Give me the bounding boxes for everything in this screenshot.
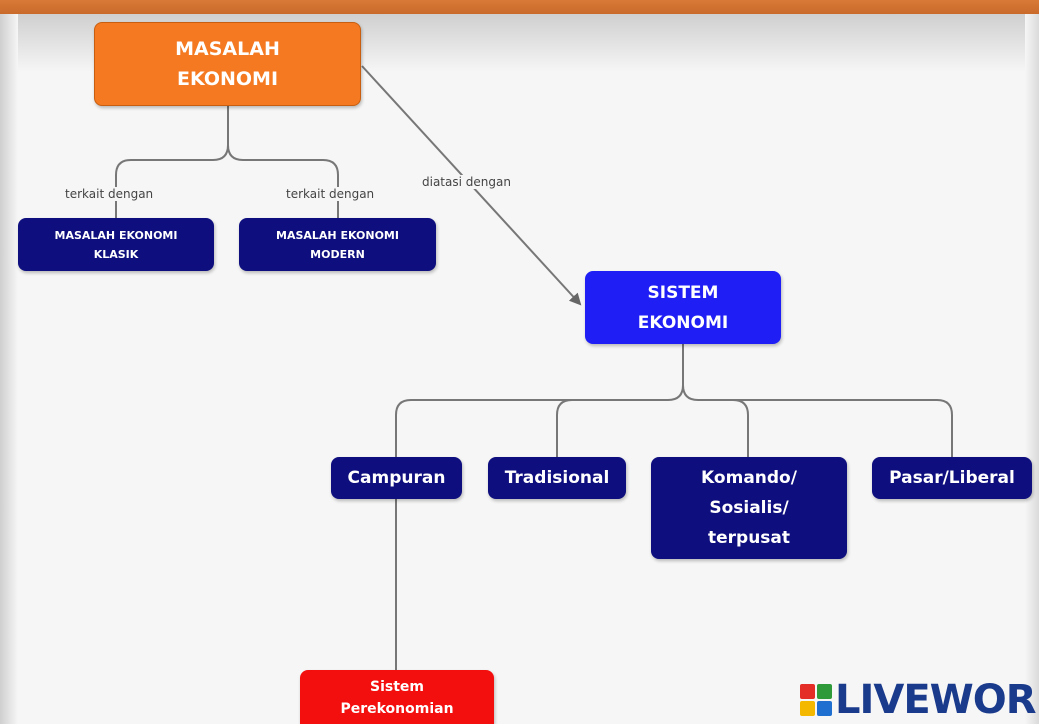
- node-masalah-ekonomi[interactable]: MASALAH EKONOMI: [94, 22, 361, 106]
- connector-sistem-trunk: [395, 344, 684, 457]
- connector-sistem-tradisional: [556, 399, 573, 457]
- connector-root-modern: [227, 144, 339, 218]
- logo-cubes-icon: [800, 684, 832, 716]
- node-masalah-ekonomi-modern[interactable]: MASALAH EKONOMI MODERN: [239, 218, 436, 271]
- connector-root-trunk: [115, 106, 229, 218]
- node-sistem-ekonomi[interactable]: SISTEM EKONOMI: [585, 271, 781, 344]
- connector-sistem-komando-branch: [732, 399, 749, 457]
- node-masalah-ekonomi-klasik[interactable]: MASALAH EKONOMI KLASIK: [18, 218, 214, 271]
- edge-label-modern: terkait dengan: [285, 187, 376, 201]
- edge-label-klasik: terkait dengan: [64, 187, 155, 201]
- logo-text: LIVEWOR: [835, 677, 1037, 723]
- left-shade: [0, 14, 18, 724]
- liveworksheets-logo: LIVEWOR: [800, 676, 1037, 724]
- right-shade: [1025, 14, 1039, 724]
- node-komando[interactable]: Komando/ Sosialis/ terpusat: [651, 457, 847, 559]
- node-pasar-liberal[interactable]: Pasar/Liberal: [872, 457, 1032, 499]
- edge-label-sistem: diatasi dengan: [421, 175, 512, 189]
- node-tradisional[interactable]: Tradisional: [488, 457, 626, 499]
- connector-sistem-komando: [682, 384, 953, 457]
- node-campuran[interactable]: Campuran: [331, 457, 462, 499]
- node-sistem-perekonomian[interactable]: Sistem Perekonomian: [300, 670, 494, 724]
- top-accent-bar: [0, 0, 1039, 14]
